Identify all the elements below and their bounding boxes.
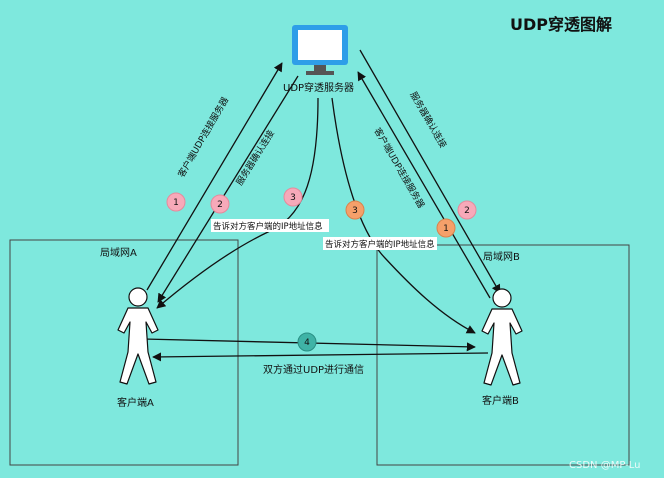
svg-text:2: 2 [217, 200, 223, 210]
lan-a-label: 局域网A [100, 246, 137, 259]
client-a-label: 客户端A [117, 396, 154, 409]
server-label: UDP穿透服务器 [283, 81, 354, 94]
label-a-connect: 客户端UDP连接服务器 [175, 95, 231, 180]
svg-text:3: 3 [290, 193, 296, 203]
step-b1: 1 [436, 218, 456, 238]
svg-text:4: 4 [304, 338, 310, 348]
lan-b-label: 局域网B [483, 250, 520, 263]
edge-server-confirm-a [157, 75, 299, 303]
label-a-inform: 告诉对方客户端的IP地址信息 [213, 221, 323, 232]
label-b-inform: 告诉对方客户端的IP地址信息 [325, 239, 435, 250]
label-p2p: 双方通过UDP进行通信 [263, 363, 364, 376]
edge-p2p-b-to-a [152, 352, 489, 362]
step-b2: 2 [457, 200, 477, 220]
server-monitor-icon [292, 25, 348, 75]
edge-a-connect-server [146, 62, 283, 291]
watermark: CSDN @MP-Lu [569, 460, 640, 471]
step-a1: 1 [166, 192, 186, 212]
edge-server-confirm-b [359, 49, 501, 294]
step-b3: 3 [345, 200, 365, 220]
client-b-label: 客户端B [482, 394, 519, 407]
label-b-inform-bg [323, 237, 437, 250]
label-a-inform-bg [211, 219, 329, 232]
step-a3: 3 [283, 187, 303, 207]
label-a-confirm: 服务器确认连接 [233, 128, 277, 188]
lan-a-box [9, 239, 239, 466]
edge-server-inform-b [331, 97, 476, 334]
svg-text:2: 2 [464, 206, 470, 216]
client-a-person-icon [117, 287, 159, 385]
lan-b-box [376, 244, 630, 466]
svg-text:3: 3 [352, 206, 358, 216]
svg-text:1: 1 [173, 198, 179, 208]
label-b-confirm: 服务器确认连接 [407, 90, 449, 151]
svg-text:1: 1 [443, 224, 449, 234]
diagram-title: UDP穿透图解 [510, 15, 612, 34]
edge-b-connect-server [357, 71, 491, 299]
label-b-connect: 客户端UDP连接服务器 [371, 126, 427, 211]
step-a2: 2 [210, 194, 230, 214]
step-p4: 4 [297, 332, 317, 352]
client-b-person-icon [481, 288, 523, 386]
